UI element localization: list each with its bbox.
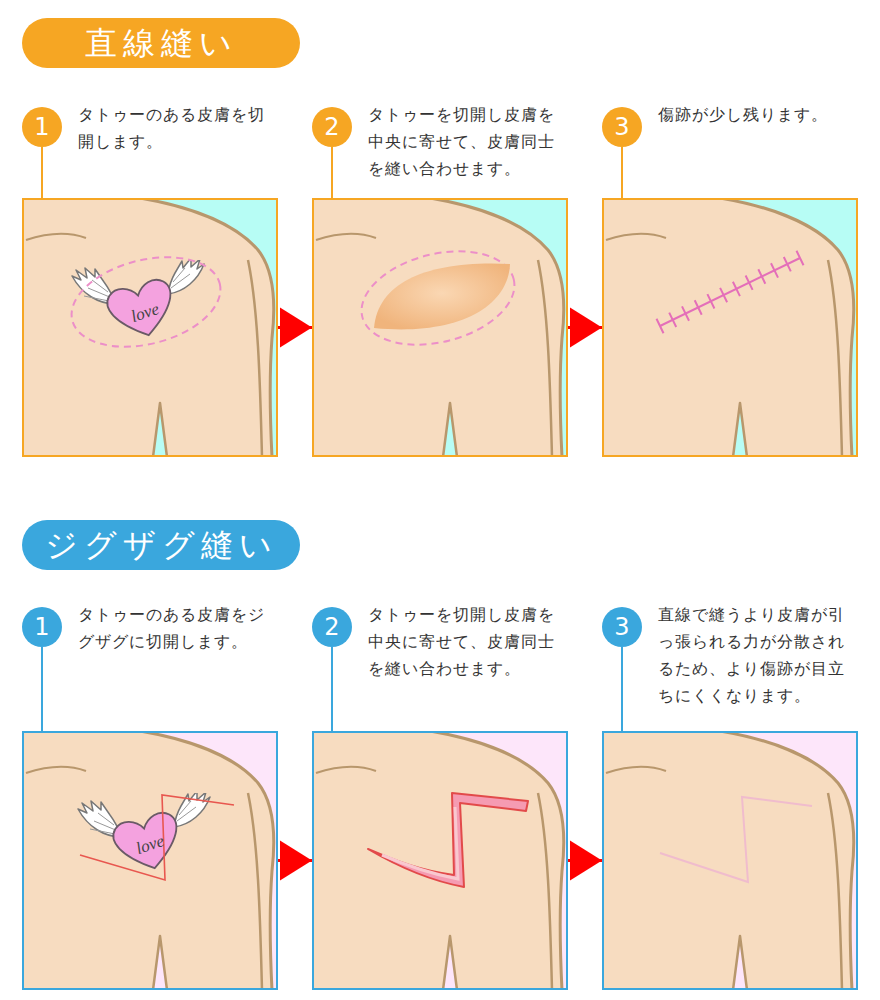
leader-lines	[42, 647, 622, 731]
callout-number: 3	[614, 607, 629, 647]
panel-ground	[602, 198, 858, 457]
section-banner: 直線縫い	[22, 18, 300, 68]
panel	[22, 198, 278, 457]
number-circle: 3	[602, 107, 642, 147]
banner-title: 直線縫い	[85, 23, 238, 63]
step-panel: 3傷跡が少し残ります。	[602, 107, 858, 457]
step-panel: 3直線で縫うより皮膚が引っ張られる力が分散されるため、より傷跡が目立ちにくくなり…	[602, 607, 858, 990]
arrow-head	[570, 308, 602, 348]
number-circle: 2	[312, 107, 352, 147]
step-description: タトゥーのある皮膚をジグザグに切開します。	[78, 601, 268, 655]
panel	[602, 198, 858, 457]
panel-ground	[22, 731, 278, 990]
number-circle: 1	[22, 607, 62, 647]
tattoo	[78, 791, 210, 876]
panel	[602, 731, 858, 990]
step-description: 直線で縫うより皮膚が引っ張られる力が分散されるため、より傷跡が目立ちにくくなりま…	[658, 601, 848, 709]
callout-number: 1	[34, 107, 49, 147]
panel	[22, 731, 278, 990]
step-arrow	[278, 841, 312, 881]
step-panel: 1タトゥーのある皮膚を切開します。	[22, 107, 278, 457]
panel-art	[22, 731, 278, 990]
number-circle: 2	[312, 607, 352, 647]
zigzag-wound	[368, 793, 528, 887]
panel-ground	[602, 731, 858, 990]
leader-line	[41, 647, 43, 731]
wound-inner	[382, 807, 458, 879]
panel-border	[23, 199, 277, 456]
number-circle: 1	[22, 107, 62, 147]
callout-number: 3	[614, 107, 629, 147]
shoulder	[22, 198, 274, 457]
arrow-head	[280, 308, 312, 348]
panel-border	[603, 732, 857, 989]
zigzag-scar	[660, 797, 812, 882]
shoulder	[602, 198, 854, 457]
panel-ground	[312, 198, 568, 457]
panel-art	[602, 731, 858, 990]
step-arrow	[278, 308, 312, 348]
excised-area	[374, 264, 510, 330]
arrow-head	[280, 841, 312, 881]
leader-line	[621, 147, 623, 198]
number-circle: 3	[602, 607, 642, 647]
cut-outline	[62, 243, 230, 361]
section-banner: ジグザグ縫い	[22, 520, 300, 570]
step-panel: 2タトゥーを切開し皮膚を中央に寄せて、皮膚同士を縫い合わせます。	[312, 107, 568, 457]
step-description: タトゥーを切開し皮膚を中央に寄せて、皮膚同士を縫い合わせます。	[368, 601, 558, 682]
panel	[312, 198, 568, 457]
panel-border	[313, 199, 567, 456]
leader-lines	[42, 147, 622, 198]
arrow-head	[570, 841, 602, 881]
step-description: 傷跡が少し残ります。	[658, 101, 848, 128]
tattoo	[72, 258, 204, 343]
panel-ground	[22, 198, 278, 457]
panel-border	[23, 732, 277, 989]
step-panel: 1タトゥーのある皮膚をジグザグに切開します。	[22, 607, 278, 990]
panel-art	[312, 198, 568, 457]
leader-line	[621, 647, 623, 731]
leader-line	[331, 647, 333, 731]
shoulder	[312, 731, 564, 990]
tattoo-lettering: love	[133, 831, 166, 859]
cut-outline	[352, 236, 525, 359]
step-arrow	[568, 308, 602, 348]
step-description: タトゥーのある皮膚を切開します。	[78, 101, 268, 155]
panel-art	[22, 198, 278, 457]
callout-number: 1	[34, 607, 49, 647]
suture-stitches	[657, 251, 804, 333]
panel	[312, 731, 568, 990]
shoulder	[312, 198, 564, 457]
callout-number: 2	[324, 607, 339, 647]
tattoo-lettering: love	[128, 299, 161, 327]
step-arrow	[568, 841, 602, 881]
panel-art	[602, 198, 858, 457]
panel-border	[313, 732, 567, 989]
step-description: タトゥーを切開し皮膚を中央に寄せて、皮膚同士を縫い合わせます。	[368, 101, 558, 182]
leader-line	[331, 147, 333, 198]
panel-ground	[312, 731, 568, 990]
leader-line	[41, 147, 43, 198]
callout-number: 2	[324, 107, 339, 147]
shoulder	[602, 731, 854, 990]
shoulder	[22, 731, 274, 990]
suture-line	[660, 258, 800, 326]
zigzag-cut	[80, 795, 234, 880]
panel-border	[603, 199, 857, 456]
banner-title: ジグザグ縫い	[45, 525, 278, 565]
panel-art	[312, 731, 568, 990]
step-panel: 2タトゥーを切開し皮膚を中央に寄せて、皮膚同士を縫い合わせます。	[312, 607, 568, 990]
